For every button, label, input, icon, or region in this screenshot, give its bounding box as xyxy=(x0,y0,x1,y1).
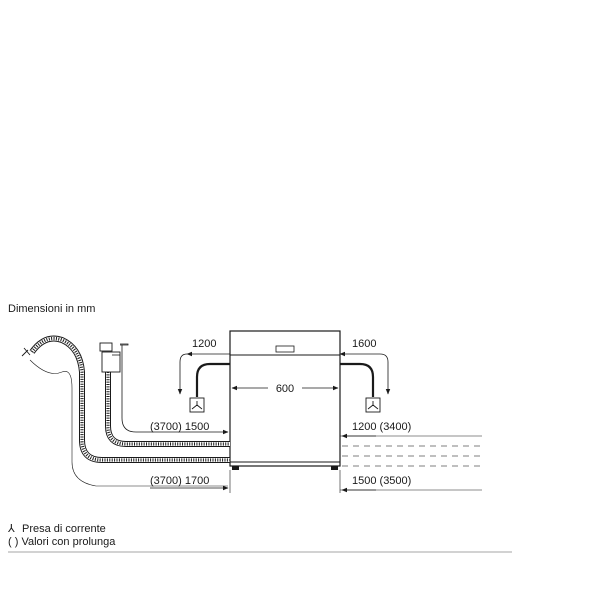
left-bottom-dimension: (3700) 1700 xyxy=(150,475,209,487)
left-top-dimension: 1200 xyxy=(192,338,216,350)
right-bottom-dimension: 1500 (3500) xyxy=(352,475,411,487)
right-socket-icon xyxy=(365,397,381,413)
left-power-cable xyxy=(177,351,230,397)
right-power-cable xyxy=(339,351,391,397)
left-mid-dimension: (3700) 1500 xyxy=(150,421,209,433)
diagram-title: Dimensioni in mm xyxy=(8,303,95,315)
right-top-dimension: 1600 xyxy=(352,338,376,350)
water-inlet-valve xyxy=(99,342,129,373)
dishwasher-outline xyxy=(229,330,341,470)
drain-hose xyxy=(21,335,230,463)
width-label: 600 xyxy=(276,383,294,395)
socket-legend-text: Presa di corrente xyxy=(22,523,106,535)
inlet-hose xyxy=(105,372,230,447)
socket-legend-symbol: ⅄ xyxy=(7,523,15,535)
inlet-distance-line xyxy=(121,345,229,435)
right-mid-dimension: 1200 (3400) xyxy=(352,421,411,433)
drain-reach-curve xyxy=(29,359,228,487)
left-socket-icon xyxy=(189,397,205,413)
extension-legend-text: ( ) Valori con prolunga xyxy=(8,536,116,548)
